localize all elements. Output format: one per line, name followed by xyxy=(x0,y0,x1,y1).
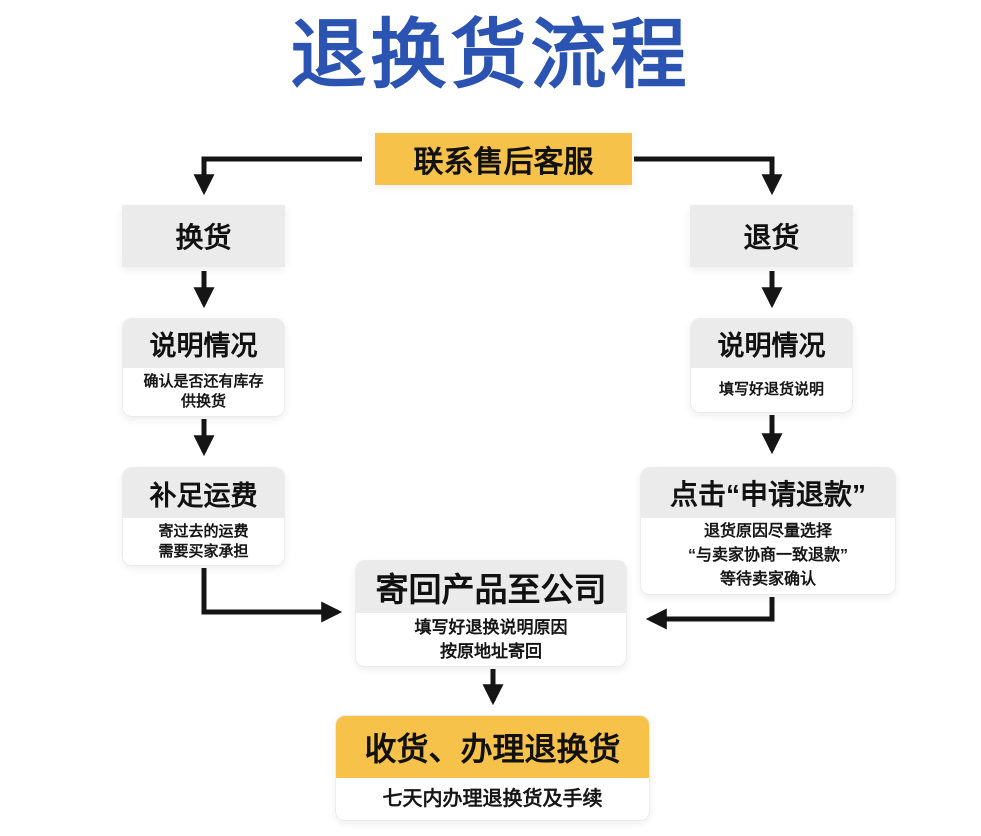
note-line: 七天内办理退换货及手续 xyxy=(382,788,603,810)
note-line: 退货原因尽量选择 xyxy=(703,523,832,540)
node-explain-return-note: 填写好退货说明 xyxy=(691,368,852,412)
node-explain-exchange: 说明情况 确认是否还有库存 供换货 xyxy=(122,318,285,417)
node-exchange-label: 换货 xyxy=(175,222,232,253)
node-ship-back: 寄回产品至公司 填写好退换说明原因 按原地址寄回 xyxy=(355,560,627,667)
node-pay-shipping-title: 补足运费 xyxy=(123,468,284,518)
arrow-start-to-return xyxy=(634,156,783,196)
node-apply-refund-label: 点击“申请退款” xyxy=(669,479,866,510)
note-line: 供换货 xyxy=(180,393,226,410)
node-pay-shipping: 补足运费 寄过去的运费 需要买家承担 xyxy=(122,467,285,566)
node-return-label: 退货 xyxy=(743,222,800,253)
node-receive-process: 收货、办理退换货 七天内办理退换货及手续 xyxy=(335,715,650,821)
node-contact-service-label: 联系售后客服 xyxy=(413,146,594,179)
node-contact-service: 联系售后客服 xyxy=(375,133,632,185)
node-ship-back-note: 填写好退换说明原因 按原地址寄回 xyxy=(356,613,626,666)
note-line: 填写好退换说明原因 xyxy=(414,617,568,637)
node-ship-back-label: 寄回产品至公司 xyxy=(375,571,607,608)
arrow-refund-to-merge xyxy=(645,597,775,630)
node-pay-shipping-label: 补足运费 xyxy=(149,480,258,511)
node-apply-refund-title: 点击“申请退款” xyxy=(641,468,895,518)
note-line: 寄过去的运费 xyxy=(158,522,249,540)
node-explain-return: 说明情况 填写好退货说明 xyxy=(690,318,853,413)
node-explain-return-label: 说明情况 xyxy=(717,331,826,361)
note-line: 按原地址寄回 xyxy=(440,641,542,661)
node-exchange: 换货 xyxy=(122,205,285,267)
node-apply-refund-note: 退货原因尽量选择 “与卖家协商一致退款” 等待卖家确认 xyxy=(641,518,895,594)
node-apply-refund: 点击“申请退款” 退货原因尽量选择 “与卖家协商一致退款” 等待卖家确认 xyxy=(640,467,896,595)
node-explain-exchange-note: 确认是否还有库存 供换货 xyxy=(123,368,284,416)
node-explain-exchange-title: 说明情况 xyxy=(123,319,284,368)
node-explain-exchange-label: 说明情况 xyxy=(149,331,258,361)
node-pay-shipping-note: 寄过去的运费 需要买家承担 xyxy=(123,518,284,565)
node-receive-process-title: 收货、办理退换货 xyxy=(336,716,649,778)
node-receive-process-label: 收货、办理退换货 xyxy=(364,731,621,767)
note-line: 等待卖家确认 xyxy=(719,571,816,588)
page-title: 退换货流程 xyxy=(290,13,691,98)
note-line: 确认是否还有库存 xyxy=(143,373,264,390)
arrow-start-to-exchange xyxy=(193,156,362,196)
node-return: 退货 xyxy=(690,205,853,267)
note-line: 填写好退货说明 xyxy=(718,381,824,398)
note-line: “与卖家协商一致退款” xyxy=(687,547,848,564)
node-explain-return-title: 说明情况 xyxy=(691,319,852,368)
node-ship-back-title: 寄回产品至公司 xyxy=(356,561,626,613)
node-receive-process-note: 七天内办理退换货及手续 xyxy=(336,778,649,820)
arrow-shipping-to-merge xyxy=(201,568,343,623)
note-line: 需要买家承担 xyxy=(158,542,249,560)
